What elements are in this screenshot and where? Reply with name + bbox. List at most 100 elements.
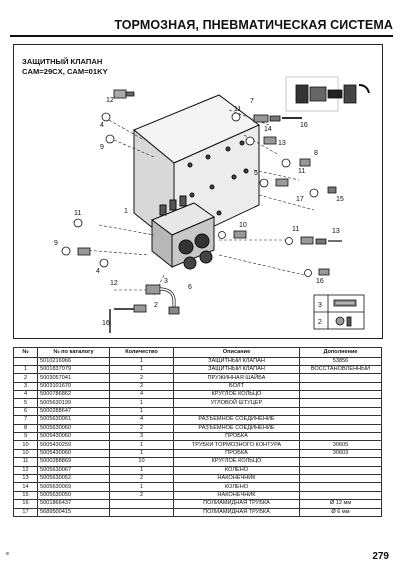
cell-description: ПРУЖИННАЯ ШАЙБА	[173, 373, 300, 383]
cell-description: ПРОБКА	[173, 431, 300, 442]
cell-catalog: 5000786862	[37, 390, 110, 400]
cell-no: 10	[13, 448, 38, 459]
protection-valve	[150, 195, 216, 270]
cell-description: ПОЛИАМИДНАЯ ТРУБКА	[173, 499, 300, 509]
header-catalog: № по каталогу	[37, 347, 110, 358]
cell-description: ТРУБКИ ТОРМОЗНОГО КОНТУРА	[173, 440, 300, 450]
callout-11-b: 11	[298, 168, 305, 175]
cell-no: 10	[13, 440, 38, 450]
callout-14: 14	[264, 126, 272, 133]
cell-catalog: 5005430060	[37, 431, 110, 442]
cell-no: 9	[13, 431, 38, 442]
cell-description: РАЗЪЕМНОЕ СОЕДИНЕНИЕ	[173, 423, 300, 434]
cell-quantity: 1	[109, 406, 174, 417]
cell-addition	[299, 373, 382, 383]
exploded-diagram: ЗАЩИТНЫЙ КЛАПАН CAM=29CX, CAM=01KY	[13, 44, 383, 339]
callout-16-a: 16	[300, 122, 308, 129]
cell-description: РАЗЪЕМНОЕ СОЕДИНЕНИЕ	[173, 415, 300, 425]
cell-no: 2	[13, 373, 38, 383]
cell-quantity: 3	[109, 431, 174, 442]
cell-catalog: 5010216966	[37, 356, 110, 366]
cell-quantity: 4	[109, 390, 174, 400]
cell-catalog: 5005630050	[37, 490, 110, 501]
cell-addition	[299, 423, 382, 434]
title-rule	[10, 35, 393, 37]
callout-5: 5	[254, 170, 258, 177]
cell-addition	[299, 398, 382, 408]
callout-4-b: 4	[96, 268, 100, 275]
cell-description: ПРОБКА	[173, 448, 300, 459]
margin-dot	[6, 552, 9, 555]
legend-2: 2	[318, 319, 322, 326]
cell-quantity: 2	[109, 473, 174, 484]
cell-no: 4	[13, 390, 38, 400]
cell-catalog: 5005630052	[37, 473, 110, 484]
cell-no: 8	[13, 423, 38, 434]
diagram-drawing: 1 12 4 9 7 14 16 11 13 8 5 11 17 15 10 1…	[54, 76, 370, 333]
cell-description: КОЛЕНО	[173, 482, 300, 492]
diagram-caption: ЗАЩИТНЫЙ КЛАПАН CAM=29CX, CAM=01KY	[22, 57, 108, 76]
cell-addition	[299, 415, 382, 425]
page-number: 279	[372, 551, 389, 562]
cell-quantity	[109, 499, 174, 509]
callout-11-a: 11	[234, 106, 241, 113]
cell-description: НАКОНЕЧНИК	[173, 490, 300, 501]
parts-table: № № по каталогу Количество Описание Допо…	[13, 347, 382, 517]
callout-12-b: 12	[110, 280, 118, 287]
callout-4-a: 4	[100, 122, 104, 129]
cell-description	[173, 406, 300, 417]
cell-quantity: 1	[109, 482, 174, 492]
header-addition: Дополнение	[299, 347, 382, 358]
cell-quantity: 2	[109, 381, 174, 392]
callout-9-a: 9	[100, 144, 104, 151]
callout-10: 10	[239, 222, 247, 229]
cell-catalog: 5005430259	[37, 440, 110, 450]
cell-addition	[299, 465, 382, 475]
cell-catalog: 5005630061	[37, 415, 110, 425]
inset-detail	[285, 76, 370, 112]
callout-1: 1	[124, 208, 128, 215]
cell-quantity: 1	[109, 398, 174, 408]
cell-catalog: 5000288647	[37, 406, 110, 417]
cell-addition: Ø 12 мм	[299, 499, 382, 509]
callout-17: 17	[296, 196, 304, 203]
cell-no: 14	[13, 482, 38, 492]
legend-3: 3	[318, 302, 322, 309]
page-title: ТОРМОЗНАЯ, ПНЕВМАТИЧЕСКАЯ СИСТЕМА	[114, 18, 393, 32]
cell-no: 12	[13, 465, 38, 475]
cell-addition: 30605	[299, 440, 382, 450]
callout-6: 6	[188, 284, 192, 291]
callout-11-c: 11	[292, 226, 299, 233]
cell-quantity: 4	[109, 415, 174, 425]
header-no: №	[13, 347, 38, 358]
cell-description: УГЛОВОЙ ШТУЦЕР	[173, 398, 300, 408]
callout-13: 13	[278, 140, 286, 147]
cell-description: КРУГЛОЕ КОЛЬЦО	[173, 457, 300, 467]
cell-catalog: 5689500415	[37, 507, 110, 517]
caption-line-2: CAM=29CX, CAM=01KY	[22, 66, 108, 76]
cell-addition	[299, 390, 382, 400]
cell-catalog: 5001866437	[37, 499, 110, 509]
cell-quantity: 2	[109, 423, 174, 434]
callout-16-b: 16	[316, 278, 324, 285]
callout-16-c: 16	[102, 320, 110, 327]
table-header-row: № № по каталогу Количество Описание Допо…	[13, 347, 382, 358]
cell-quantity: 1	[109, 356, 174, 366]
cell-quantity: 10	[109, 457, 174, 467]
cell-no: 6	[13, 406, 38, 417]
cell-catalog: 5005630060	[37, 423, 110, 434]
cell-quantity: 1	[109, 465, 174, 475]
cell-addition	[299, 473, 382, 484]
cell-description: КОЛЕНО	[173, 465, 300, 475]
